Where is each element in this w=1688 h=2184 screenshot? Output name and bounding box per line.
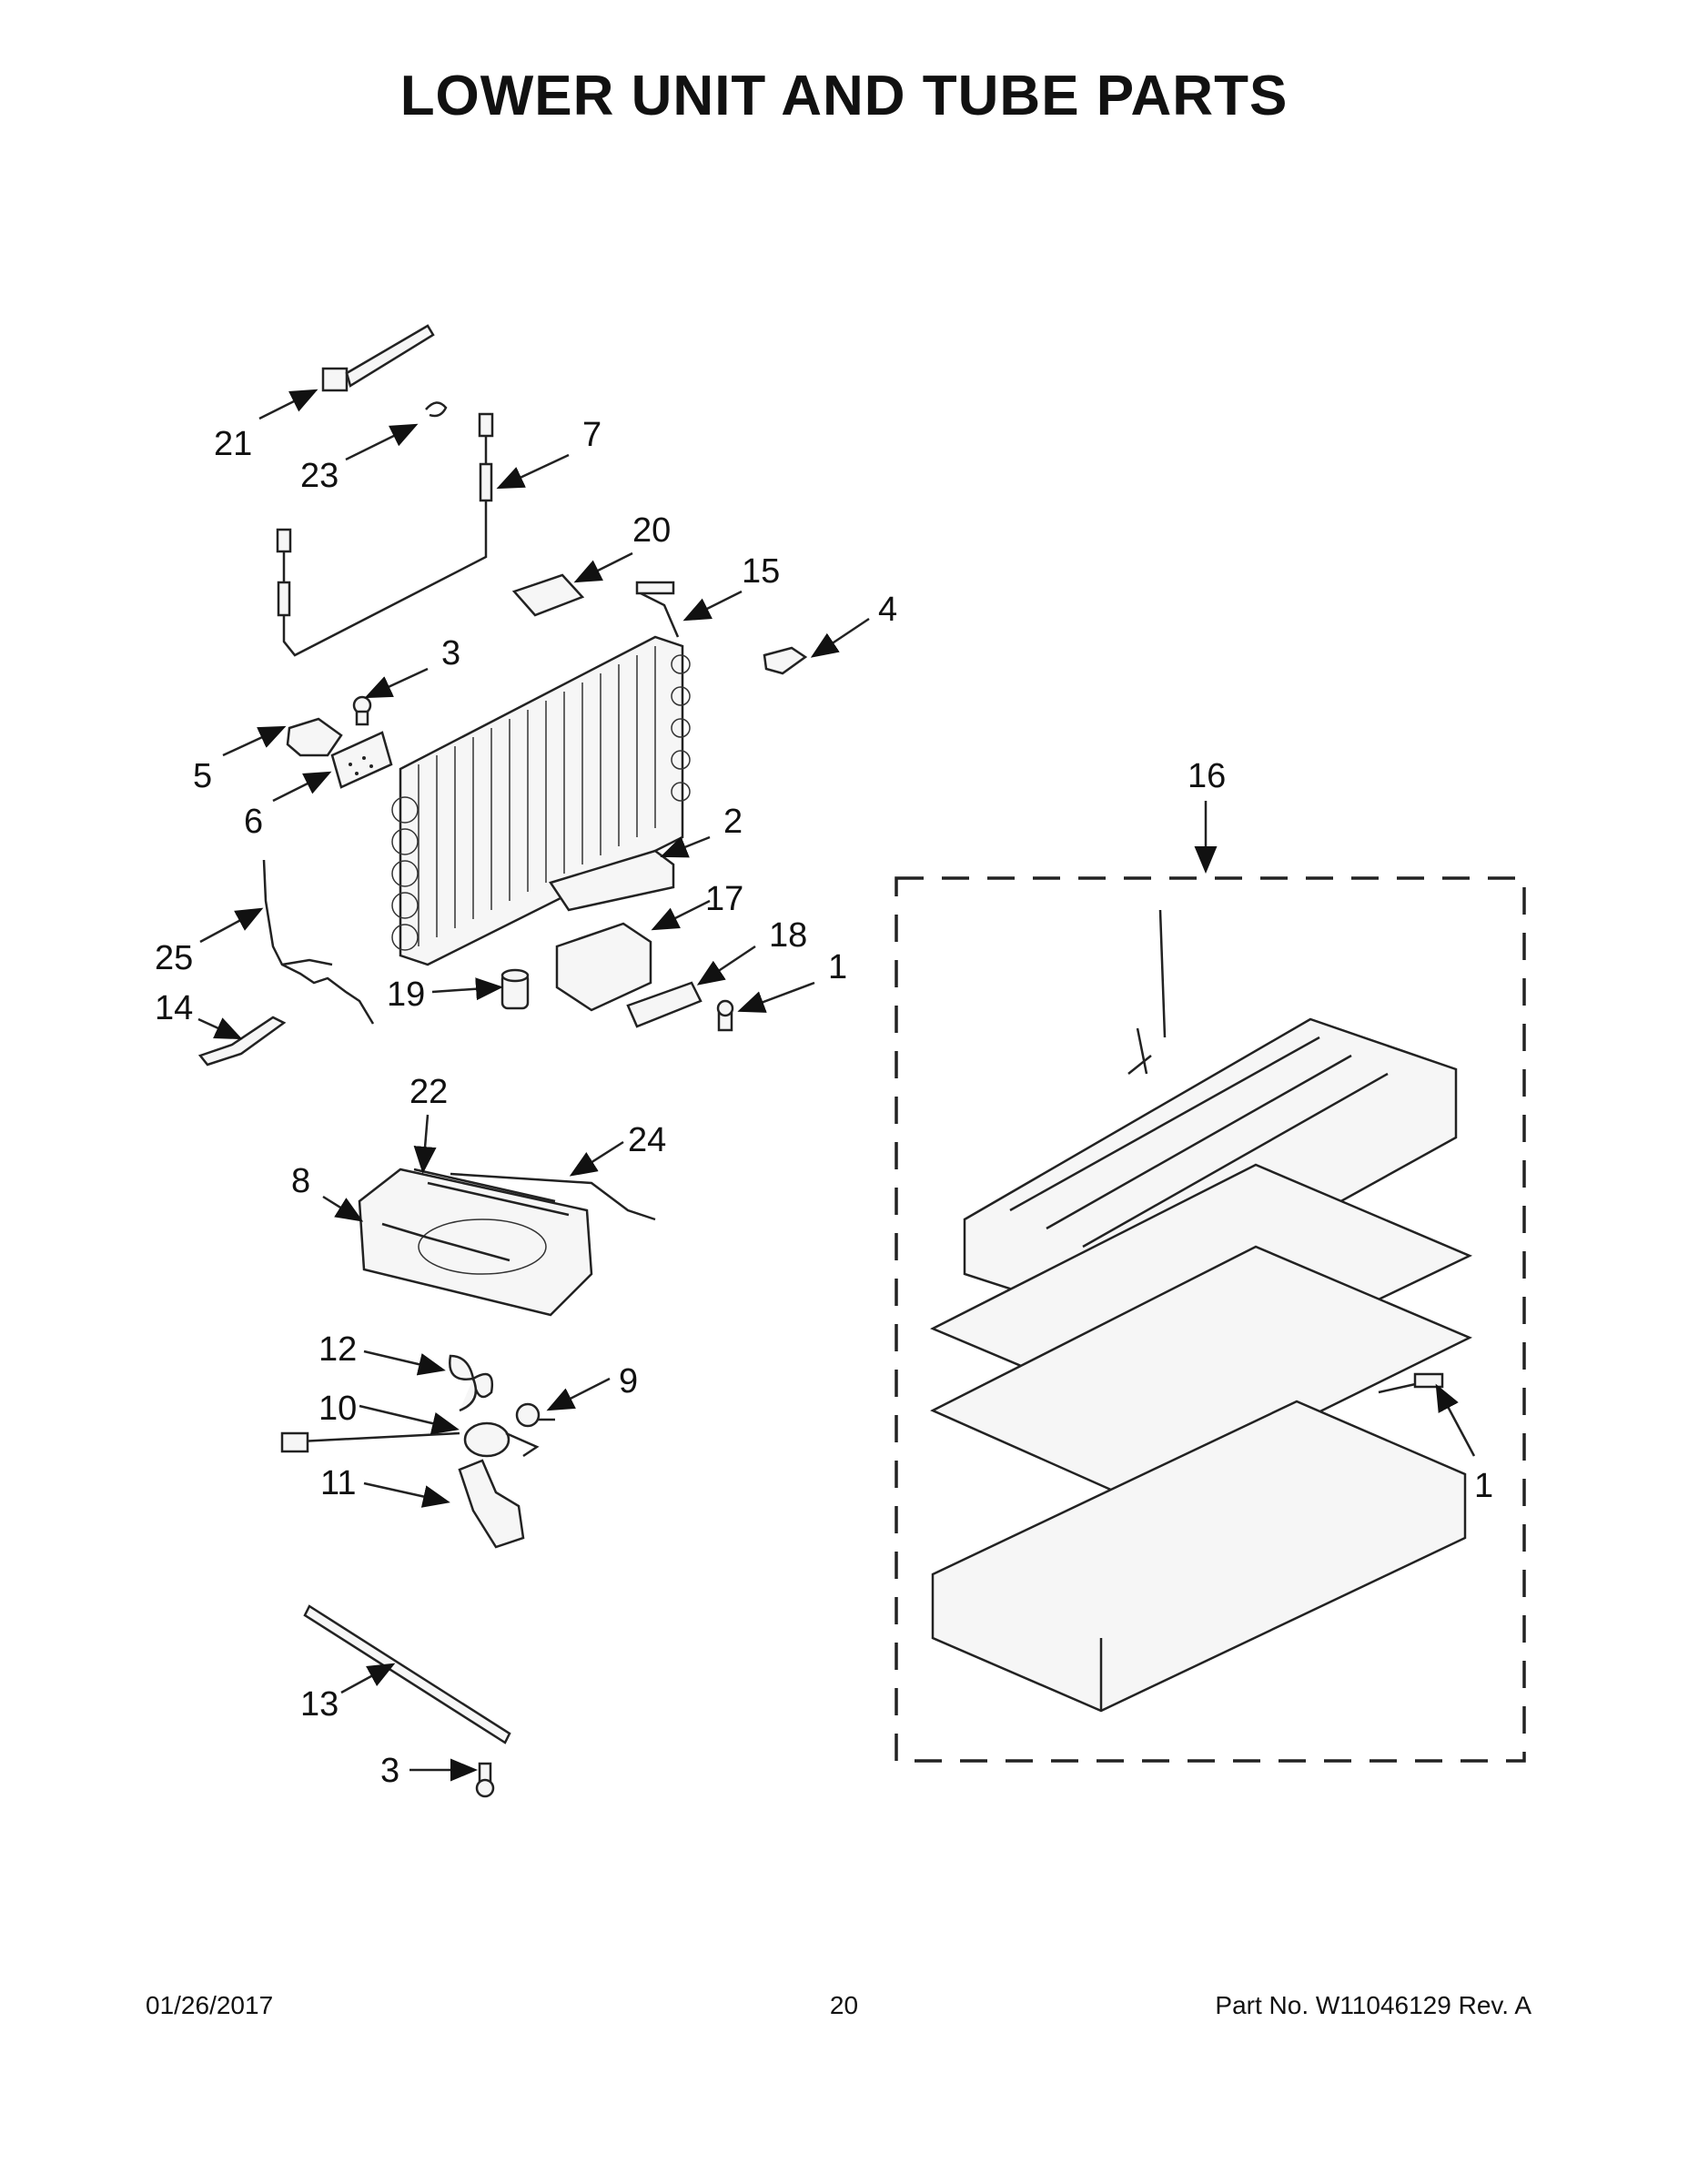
- callout-8: 8: [291, 1162, 310, 1200]
- footer-page-number: 20: [829, 1991, 859, 2019]
- callout-15: 15: [742, 552, 780, 591]
- shield-part: [549, 849, 675, 912]
- pad-part: [511, 573, 585, 617]
- cable-tie-part: [321, 324, 435, 392]
- footer-part-number: Part No. W11046129 Rev. A: [1215, 1991, 1531, 2019]
- callout-4: 4: [878, 591, 897, 629]
- screw-part-upper: [716, 999, 734, 1032]
- seal-strip-part: [303, 1604, 511, 1744]
- connector-part: [515, 1402, 555, 1428]
- callout-17: 17: [705, 880, 743, 918]
- callout-1-upper: 1: [828, 948, 847, 986]
- callout-18: 18: [769, 916, 807, 955]
- callout-11: 11: [320, 1464, 356, 1502]
- plate-part: [626, 981, 702, 1028]
- callout-5: 5: [193, 757, 212, 795]
- strip-part: [413, 1168, 570, 1217]
- fan-shroud-part: [358, 1168, 593, 1317]
- control-board-part: [330, 731, 393, 789]
- callout-10: 10: [318, 1390, 357, 1428]
- wire-harness-part: [262, 859, 375, 1025]
- footer-date: 01/26/2017: [146, 1991, 274, 2019]
- callout-6: 6: [244, 803, 263, 841]
- callout-23: 23: [300, 457, 339, 495]
- callout-24: 24: [628, 1121, 666, 1159]
- cylinder-part: [500, 968, 530, 1010]
- sensor-part: [197, 1016, 287, 1067]
- callout-1-lower: 1: [1474, 1467, 1493, 1505]
- fan-blade-part: [449, 1354, 494, 1412]
- callout-9: 9: [619, 1362, 638, 1400]
- callout-13: 13: [300, 1685, 339, 1724]
- tube-part: [450, 1172, 656, 1221]
- evaporator-coil-part: [391, 581, 691, 966]
- callout-12: 12: [318, 1330, 357, 1369]
- callout-3-lower: 3: [380, 1752, 399, 1790]
- callout-16: 16: [1188, 757, 1226, 795]
- callout-2: 2: [723, 803, 743, 841]
- housing-part: [555, 922, 652, 1012]
- screw-part: [352, 695, 372, 726]
- callout-14: 14: [155, 989, 193, 1027]
- callout-7: 7: [582, 416, 601, 454]
- bracket-part: [763, 646, 808, 675]
- motor-bracket-part: [458, 1459, 525, 1549]
- drain-assembly-box: [895, 876, 1526, 1763]
- drain-pan-assembly-part: [930, 909, 1473, 1713]
- heater-bracket-part: [286, 717, 343, 757]
- page-title: LOWER UNIT AND TUBE PARTS: [399, 65, 1289, 127]
- callout-21: 21: [214, 425, 252, 463]
- callout-25: 25: [155, 939, 193, 977]
- callout-19: 19: [387, 976, 425, 1014]
- callout-20: 20: [632, 511, 671, 550]
- thermistor-wire-part: [276, 412, 494, 657]
- fan-motor-part: [280, 1421, 540, 1458]
- callout-22: 22: [409, 1073, 448, 1111]
- callout-3-upper: 3: [441, 634, 460, 672]
- screw-part-lower: [475, 1762, 495, 1798]
- clip-part: [425, 401, 448, 418]
